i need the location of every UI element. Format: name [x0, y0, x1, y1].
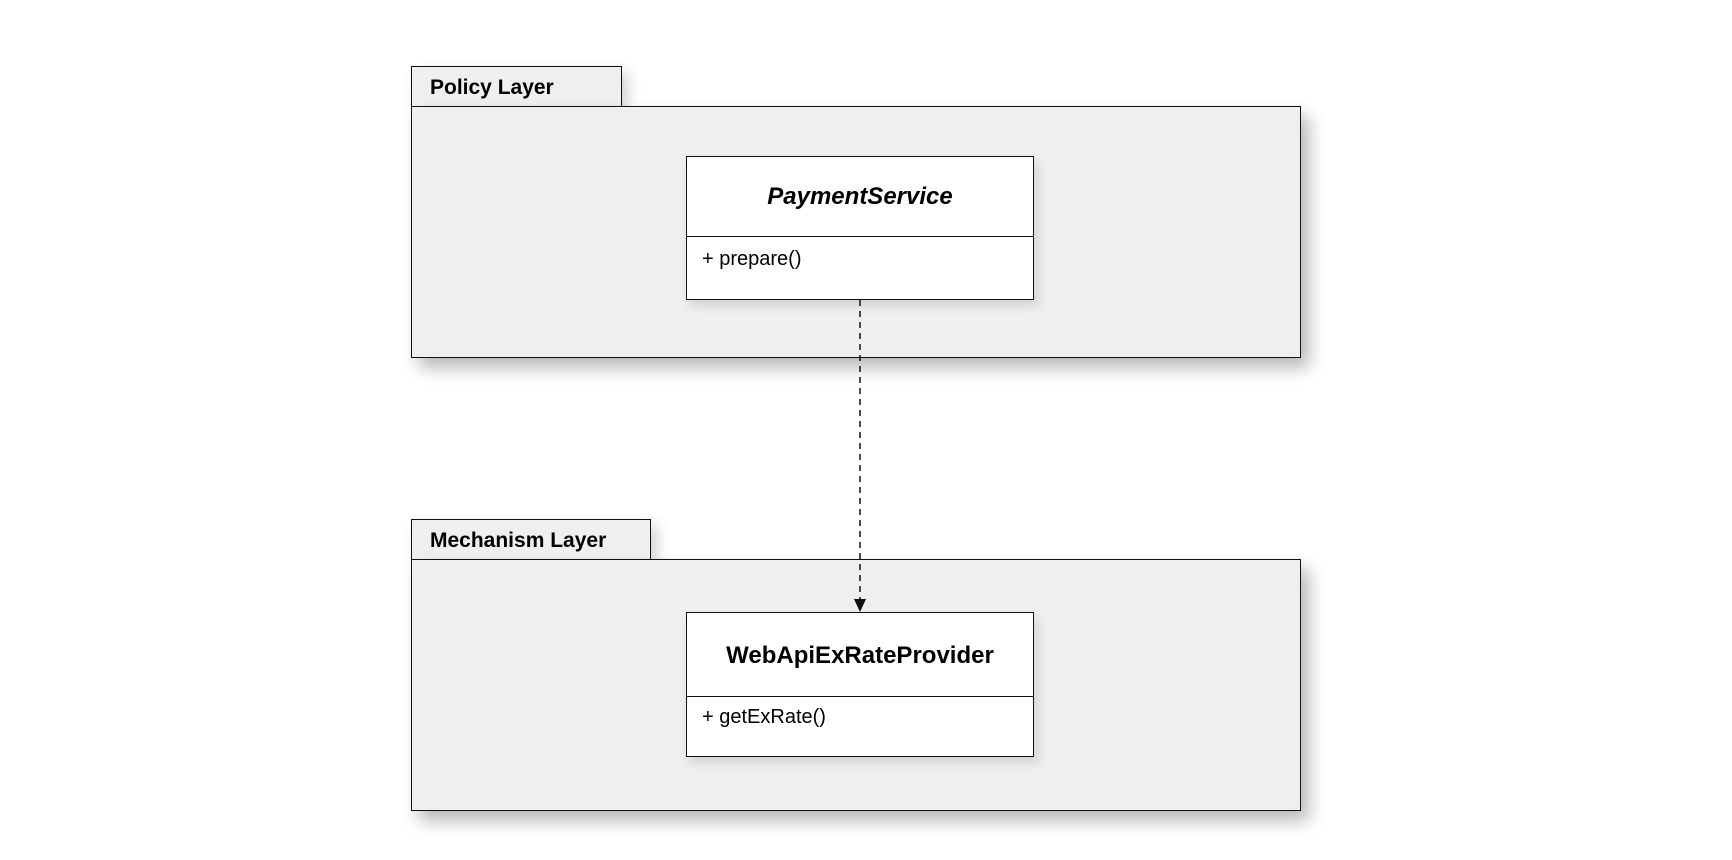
mechanism-package-tab: Mechanism Layer [411, 519, 651, 560]
payment-service-class-name: PaymentService [767, 183, 953, 210]
payment-service-operation: + prepare() [702, 248, 802, 270]
policy-package-tab: Policy Layer [411, 66, 622, 107]
web-api-ex-rate-provider-divider [687, 696, 1033, 697]
policy-package-label: Policy Layer [430, 76, 554, 99]
mechanism-package-label: Mechanism Layer [430, 529, 607, 552]
payment-service-divider [687, 236, 1033, 237]
web-api-ex-rate-provider-operation: + getExRate() [702, 706, 826, 728]
payment-service-class: PaymentService + prepare() [686, 156, 1034, 300]
web-api-ex-rate-provider-class-name: WebApiExRateProvider [726, 642, 994, 669]
web-api-ex-rate-provider-class: WebApiExRateProvider + getExRate() [686, 612, 1034, 757]
